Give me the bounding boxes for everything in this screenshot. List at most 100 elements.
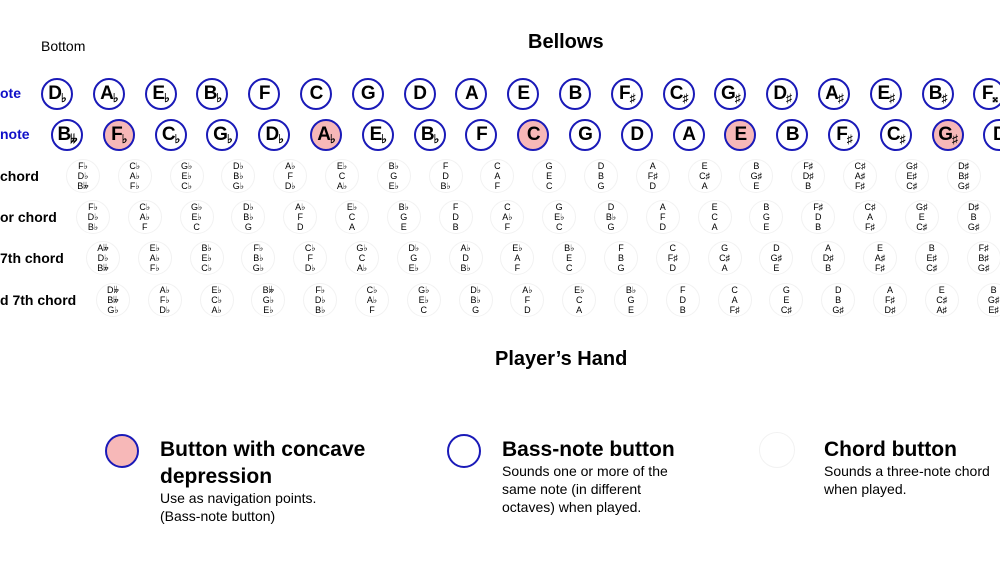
counterbass-button[interactable]: D xyxy=(403,78,436,110)
fundamental-button[interactable]: E xyxy=(724,119,757,151)
fundamental-button[interactable]: C♭ xyxy=(154,119,187,151)
counterbass-button[interactable]: D♯ xyxy=(766,78,799,110)
minor-chord-button[interactable]: F♭D♭B♭ xyxy=(76,200,110,234)
seventh-chord-button[interactable]: F♭B♭G♭ xyxy=(241,241,276,275)
minor-chord-button[interactable]: C♭A♭F xyxy=(127,200,162,234)
diminished-chord-button[interactable]: A♭F♭D♭ xyxy=(147,283,182,317)
major-chord-button[interactable]: F♭D♭B𝄫 xyxy=(66,159,100,193)
major-chord-button[interactable]: C♭A♭F♭ xyxy=(117,159,152,193)
major-chord-button[interactable]: D♭B♭G♭ xyxy=(221,159,256,193)
counterbass-button[interactable]: B xyxy=(559,78,591,110)
counterbass-button[interactable]: G xyxy=(351,78,384,110)
fundamental-button[interactable]: C♯ xyxy=(879,119,912,151)
fundamental-button[interactable]: G♭ xyxy=(206,119,239,151)
fundamental-button[interactable]: D xyxy=(983,119,1000,151)
fundamental-button[interactable]: B♭ xyxy=(413,119,446,151)
minor-chord-button[interactable]: D♭B♭G xyxy=(231,200,266,234)
fundamental-button[interactable]: B𝄫 xyxy=(51,119,83,151)
fundamental-button[interactable]: F♯ xyxy=(828,119,860,151)
counterbass-button[interactable]: D♭ xyxy=(41,78,73,110)
major-chord-button[interactable]: C♯A♯F♯ xyxy=(843,159,877,193)
diminished-chord-button[interactable]: E♭C♭A♭ xyxy=(199,283,234,317)
fundamental-button[interactable]: G♯ xyxy=(931,119,964,151)
seventh-chord-button[interactable]: E♭A♭F♭ xyxy=(137,241,172,275)
counterbass-button[interactable]: B♯ xyxy=(921,78,954,110)
fundamental-button[interactable]: A♭ xyxy=(310,119,342,151)
seventh-chord-button[interactable]: B♭E♭C♭ xyxy=(189,241,224,275)
counterbass-button[interactable]: E xyxy=(507,78,540,110)
counterbass-button[interactable]: C xyxy=(300,78,332,110)
counterbass-button[interactable]: F xyxy=(248,78,281,110)
diminished-chord-button[interactable]: F♭D♭B♭ xyxy=(303,283,338,317)
diminished-chord-button[interactable]: B𝄫G♭E♭ xyxy=(251,283,286,317)
counterbass-button[interactable]: A♯ xyxy=(818,78,850,110)
fundamental-button[interactable]: D♭ xyxy=(258,119,291,151)
fundamental-button[interactable]: F xyxy=(465,119,498,151)
fundamental-button[interactable]: F♭ xyxy=(102,119,135,151)
fundamental-button[interactable]: C xyxy=(517,119,550,151)
counterbass-button[interactable]: B♭ xyxy=(196,78,229,110)
counterbass-button[interactable]: F𝄪 xyxy=(973,78,1000,110)
major-chord-button[interactable]: G♭E♭C♭ xyxy=(169,159,204,193)
fundamental-button[interactable]: G xyxy=(569,119,601,151)
fundamental-button[interactable]: E♭ xyxy=(361,119,394,151)
diminished-chord-button[interactable]: D𝄫B𝄫G♭ xyxy=(96,283,130,317)
counterbass-button[interactable]: E♭ xyxy=(144,78,177,110)
major-chord-button[interactable]: F♯D♯B xyxy=(791,159,826,193)
counterbass-button[interactable]: A xyxy=(455,78,488,110)
counterbass-button[interactable]: G♯ xyxy=(714,78,747,110)
counterbass-button[interactable]: E♯ xyxy=(869,78,902,110)
major-chord-button[interactable]: D♯B♯G♯ xyxy=(946,159,981,193)
fundamental-button[interactable]: A xyxy=(672,119,705,151)
diminished-chord-button[interactable]: G♭E♭C xyxy=(406,283,441,317)
fundamental-button[interactable]: B xyxy=(776,119,809,151)
seventh-chord-button[interactable]: A𝄫D♭B𝄫 xyxy=(86,241,120,275)
seventh-chord-button[interactable]: F♯B♯G♯ xyxy=(966,241,1000,275)
fundamental-button[interactable]: D xyxy=(620,119,653,151)
